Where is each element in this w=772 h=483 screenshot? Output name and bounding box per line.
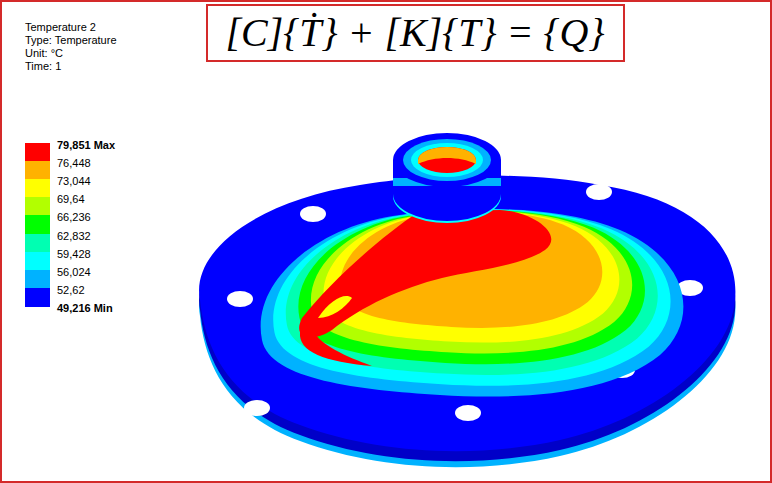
boss-ring (411, 143, 483, 177)
bolt-hole (586, 184, 612, 200)
legend-value: 49,216 Min (57, 302, 113, 315)
equation-text: [C]{Ṫ} + [K]{T} = {Q} (226, 9, 605, 57)
legend-value: 76,448 (57, 157, 91, 170)
boss (393, 133, 501, 223)
hot-zone (299, 210, 551, 338)
result-header: Unit: °C (25, 47, 63, 60)
legend-value: 59,428 (57, 248, 91, 261)
legend-swatch (25, 252, 50, 271)
legend-swatch (25, 161, 50, 180)
legend-value: 79,851 Max (57, 139, 115, 152)
boss-bore-edge (418, 147, 476, 164)
contour-band (261, 209, 684, 397)
bolt-hole (227, 291, 253, 307)
result-header: Time: 1 (25, 60, 61, 73)
legend-value: 52,62 (57, 284, 85, 297)
legend-value: 69,64 (57, 193, 85, 206)
contour-band (273, 209, 670, 386)
bolt-hole (455, 405, 481, 421)
result-header: Temperature 2 (25, 21, 96, 34)
legend-swatch (25, 143, 50, 162)
legend-value: 66,236 (57, 211, 91, 224)
boss-bore (418, 147, 476, 173)
legend-swatch (25, 197, 50, 216)
contour-band (286, 210, 658, 375)
dome-contours (261, 209, 684, 397)
legend-value: 73,044 (57, 175, 91, 188)
contour-band (318, 296, 352, 318)
legend-swatch (25, 215, 50, 234)
boss-top (393, 133, 501, 187)
legend-swatch (25, 234, 50, 253)
equation-box: [C]{Ṫ} + [K]{T} = {Q} (206, 4, 625, 62)
legend-swatch (25, 288, 50, 307)
result-header: Type: Temperature (25, 34, 117, 47)
contour-band (298, 210, 645, 364)
legend-value: 56,024 (57, 266, 91, 279)
legend-swatch (25, 270, 50, 289)
legend-swatch (25, 179, 50, 198)
bolt-hole (244, 400, 270, 416)
boss-ring (403, 139, 491, 181)
bolt-hole (300, 206, 326, 222)
legend-value: 62,832 (57, 230, 91, 243)
